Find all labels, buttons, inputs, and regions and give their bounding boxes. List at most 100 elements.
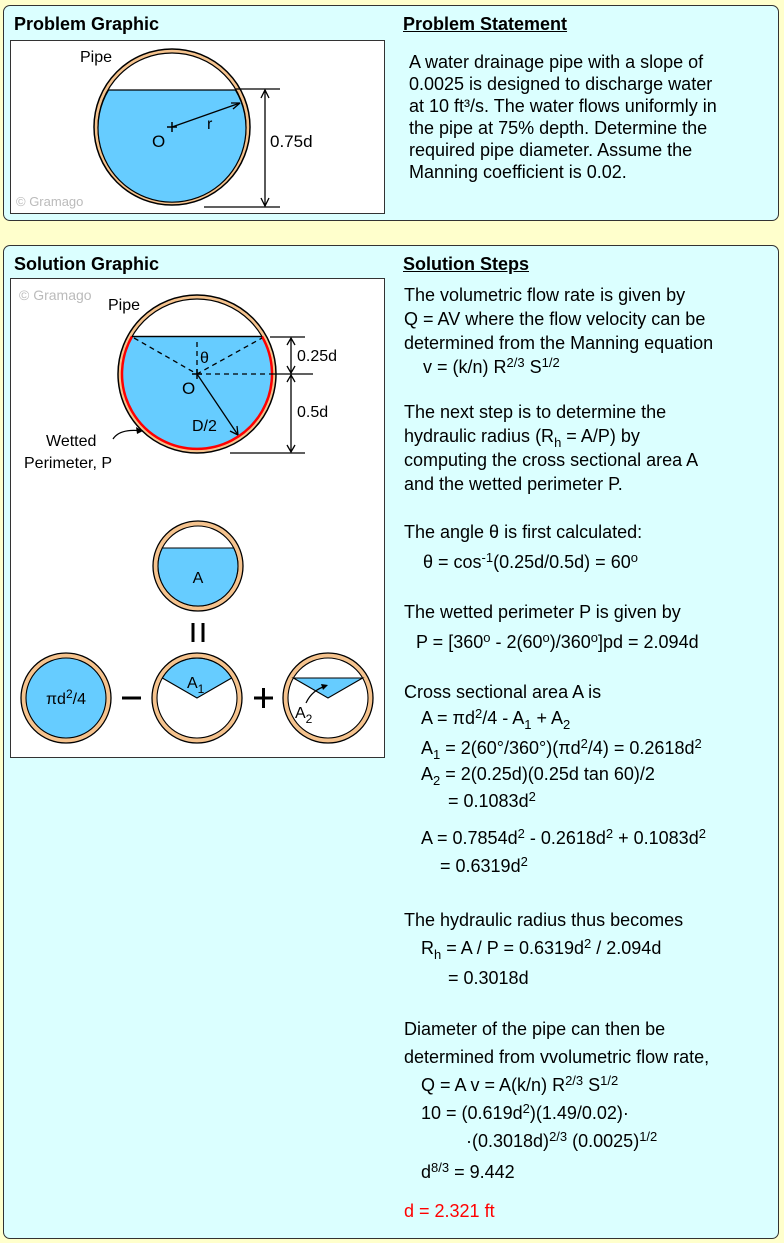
superscript: o [630,550,638,565]
superscript: 2 [694,736,702,751]
dimension-arrowheads [259,88,270,207]
statement-line: 0.0025 is designed to discharge water [409,74,713,94]
statement-line: A water drainage pipe with a slope of [409,52,704,72]
a2-label-base: A [295,705,306,722]
superscript: 2 [517,826,525,841]
radius-label: D/2 [192,418,217,435]
solution-step-line: determined from the Manning equation [404,332,713,354]
solution-step-line: d8/3 = 9.442 [421,1161,515,1183]
a1-label: A1 [187,675,205,696]
final-answer: d = 2.321 ft [404,1201,495,1221]
radius-line [195,373,239,435]
solution-step-line: determined from vvolumetric flow rate, [404,1046,709,1068]
solution-graphic: © Gramago Pipe θ O D/2 0.25d 0.5d Wetted… [10,278,385,758]
solution-step-line: Diameter of the pipe can then be [404,1018,665,1040]
step-text: The wetted perimeter P is given by [404,602,681,622]
full-area-label-base: πd [46,691,66,708]
step-text: = A / P = 0.6319d [441,938,585,958]
superscript: 2 [584,936,592,951]
solution-step-line: Q = AV where the flow velocity can be [404,308,705,330]
solution-step-line: ·(0.3018d)2/3 (0.0025)1/2 [466,1130,657,1152]
superscript: 1/2 [639,1129,658,1144]
solution-step-line: Q = A v = A(k/n) R2/3 S1/2 [421,1074,618,1096]
lower-dimension-label: 0.5d [297,404,328,421]
watermark: © Gramago [19,287,92,303]
superscript: 1/2 [541,355,560,370]
superscript: 2/3 [549,1129,568,1144]
step-text: R [421,938,434,958]
a1-label-base: A [187,675,198,692]
superscript: 2/3 [565,1073,584,1088]
step-text: S [583,1075,601,1095]
superscript: 2 [522,1101,530,1116]
solution-step-line: 10 = (0.619d2)(1.49/0.02)· [421,1102,629,1124]
radius-line [171,101,240,128]
step-text: /4 - A [482,708,525,728]
solution-step-line: The wetted perimeter P is given by [404,601,681,623]
problem-statement: A water drainage pipe with a slope of 0.… [409,51,717,183]
step-text: d [421,1162,432,1182]
statement-line: Manning coefficient is 0.02. [409,162,627,182]
step-text: = 0.6319d [440,856,521,876]
step-text: (0.25d/0.5d) = 60 [493,552,631,572]
superscript: 2 [580,736,588,751]
superscript: -1 [481,550,494,565]
step-text: determined from vvolumetric flow rate, [404,1047,710,1067]
a1-sector [161,657,232,699]
solution-step-line: computing the cross sectional area A [404,449,698,471]
step-text: A [421,738,434,758]
pipe-label: Pipe [80,49,112,66]
center-label: O [182,379,195,398]
superscript: 2 [520,854,528,869]
step-text: A [421,764,434,784]
step-text: Q = A v = A(k/n) R [421,1075,566,1095]
step-text: = 0.1083d [448,791,529,811]
step-text: = 0.3018d [448,968,529,988]
solution-diagram: © Gramago Pipe θ O D/2 0.25d 0.5d Wetted… [19,287,374,744]
a2-pointer-arrowhead [320,683,328,690]
step-text: The hydraulic radius thus becomes [404,910,684,930]
subscript: h [554,435,562,450]
step-text: A = 0.7854d [421,828,518,848]
a2-triangle [290,676,365,699]
full-circle-water [24,656,107,739]
a1-label-sub: 1 [197,682,204,696]
solution-step-line: A = πd2/4 - A1 + A2 [421,707,571,732]
superscript: 1/2 [600,1073,619,1088]
subscript: 1 [524,717,532,732]
step-text: = 2(0.25d)(0.25d tan 60)/2 [440,764,655,784]
equals-sign [191,622,204,642]
plus-sign [253,687,273,708]
solution-step-line: v = (k/n) R2/3 S1/2 [423,356,560,378]
perimeter-label: Perimeter, P [24,455,112,472]
step-text: hydraulic radius (R [404,426,555,446]
solution-step-line: A2 = 2(0.25d)(0.25d tan 60)/2 [421,763,655,787]
superscript: o [590,630,598,645]
step-text: Cross sectional area A is [404,682,602,702]
center-label: O [152,132,165,151]
wetted-pointer-arrowhead [135,426,143,434]
step-text: v = (k/n) R [423,357,507,377]
solution-step-line: Cross sectional area A is [404,681,601,703]
statement-line: required pipe diameter. Assume the [409,140,693,160]
step-text: (0.0025) [567,1131,640,1151]
subscript: 2 [563,717,571,732]
step-text: and the wetted perimeter P. [404,474,623,494]
step-text: )(1.49/0.02)· [529,1103,629,1123]
step-text: A = πd [421,708,475,728]
step-text: = 2(60°/360°)(πd [440,738,581,758]
solution-step-line: θ = cos-1(0.25d/0.5d) = 60o [423,551,638,573]
superscript: 2 [528,789,536,804]
step-text: = 9.442 [449,1162,515,1182]
step-text: - 0.2618d [524,828,606,848]
solution-step-line: The next step is to determine the [404,401,666,423]
step-text: )/360 [549,632,591,652]
statement-line: the pipe at 75% depth. Determine the [409,118,708,138]
solution-step-line: The volumetric flow rate is given by [404,284,685,306]
step-text: The angle θ is first calculated: [404,522,643,542]
pipe-label: Pipe [108,297,140,314]
theta-label: θ [200,350,209,367]
radius-label: r [207,116,213,133]
step-text: The next step is to determine the [404,402,667,422]
superscript: 2 [698,826,706,841]
